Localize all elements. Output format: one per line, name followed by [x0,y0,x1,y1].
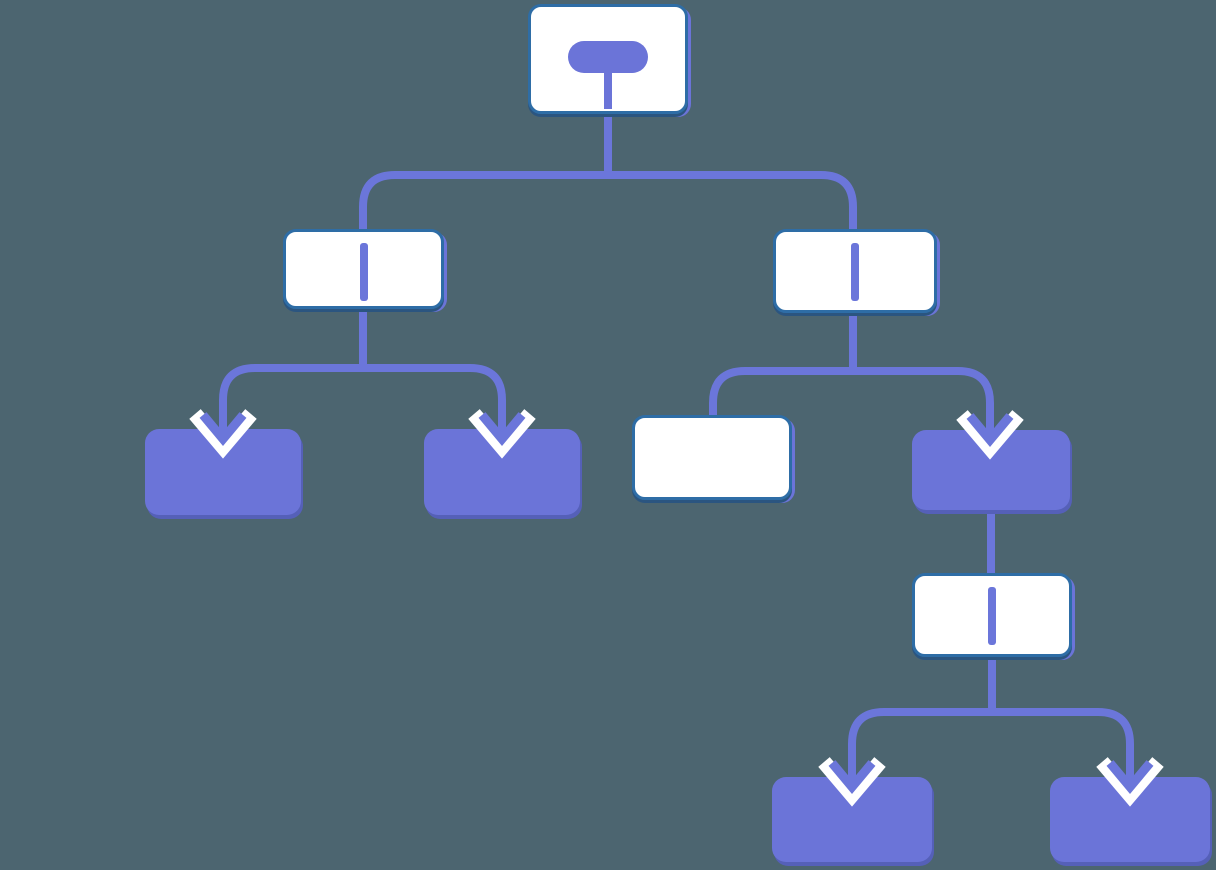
divider-bar-icon [851,243,859,301]
divider-bar-icon [988,587,996,645]
edge-bottom-branch [848,708,1134,765]
branch-right-node[interactable] [773,229,937,313]
divider-bar-icon [359,243,368,301]
topic-pill-stem-icon [604,67,612,109]
leaf-bottom-1-node[interactable] [772,777,932,862]
sub-branch-node[interactable] [912,573,1072,657]
topic-pill-icon [568,41,648,73]
leaf-left-2-node[interactable] [424,429,580,515]
child-chevron-node[interactable] [912,430,1070,510]
branch-left-node[interactable] [283,229,444,309]
leaf-bottom-2-node[interactable] [1050,777,1210,862]
child-plain-node[interactable] [632,415,792,500]
leaf-left-1-node[interactable] [145,429,301,515]
root-node[interactable] [528,4,688,114]
edge-left-branch [219,364,506,421]
edge-root-split [359,171,857,231]
